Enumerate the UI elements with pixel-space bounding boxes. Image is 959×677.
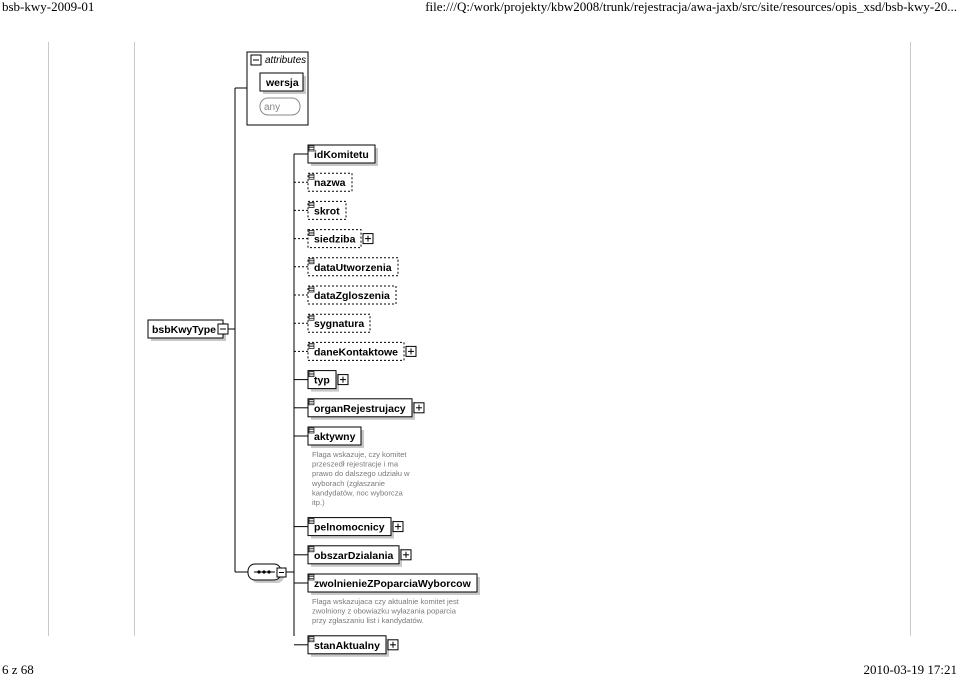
- element-box-dataUtworzenia[interactable]: [307, 257, 399, 277]
- element-box-skrot[interactable]: [307, 200, 347, 220]
- element-label: obszarDzialania: [314, 550, 394, 562]
- element-box-organRejestrujacy[interactable]: [307, 398, 413, 418]
- element-box-zwolnienieZPoparciaWyborcow[interactable]: [307, 573, 478, 593]
- element-type-icon: [308, 574, 315, 581]
- element-box-dataZgloszenia[interactable]: [307, 285, 397, 305]
- element-box-nazwa[interactable]: [307, 172, 353, 192]
- element-documentation: zwolniony z obowiazku wyłazania poparcia: [312, 607, 457, 616]
- frame-line-right: [910, 42, 911, 636]
- attributes-title: attributes: [265, 55, 306, 66]
- element-label: dataUtworzenia: [314, 262, 392, 274]
- element-documentation: wyborach (zgłaszanie: [311, 479, 385, 488]
- sequence-icon-dot: [257, 570, 261, 574]
- element-type-icon: [308, 173, 315, 180]
- element-label: sygnatura: [314, 318, 364, 330]
- root-element: bsbKwyType: [147, 319, 229, 341]
- element-box-stanAktualny[interactable]: [307, 635, 387, 655]
- element-label: zwolnienieZPoparciaWyborcow: [314, 578, 472, 590]
- attribute-wersja-box[interactable]: [259, 72, 304, 92]
- element-box-daneKontaktowe[interactable]: [307, 341, 405, 361]
- element-type-icon: [308, 371, 315, 377]
- element-label: skrot: [314, 205, 340, 217]
- element-type-icon: [308, 258, 315, 265]
- element-box-obszarDzialania[interactable]: [307, 545, 400, 565]
- element-label: siedziba: [314, 234, 356, 246]
- element-label: daneKontaktowe: [314, 346, 398, 358]
- page-header-title: bsb-kwy-2009-01: [2, 0, 95, 14]
- element-box-idKomitetu[interactable]: [307, 144, 376, 164]
- frame-line-left-inner: [134, 42, 135, 636]
- element-label: dataZgloszenia: [314, 290, 390, 302]
- element-type-icon: [308, 314, 315, 321]
- element-label: organRejestrujacy: [314, 403, 406, 415]
- element-box-typ[interactable]: [307, 370, 337, 390]
- frame-line-left-outer: [48, 42, 49, 636]
- element-type-icon: [308, 286, 315, 293]
- element-label: stanAktualny: [314, 640, 380, 652]
- element-documentation: Flaga wskazuje, czy komitet: [312, 450, 407, 459]
- element-type-icon: [308, 518, 315, 524]
- element-type-icon: [308, 202, 315, 208]
- attributes-group: attributes wersja any: [246, 51, 309, 126]
- page-header-url: file:///Q:/work/projekty/kbw2008/trunk/r…: [425, 0, 957, 14]
- sequence-icon-dot: [267, 570, 271, 574]
- print-timestamp: 2010-03-19 17:21: [863, 662, 957, 677]
- diagram-connectors: [228, 87, 308, 646]
- element-documentation: prawo do dalszego udziału w: [312, 469, 410, 478]
- element-box-pelnomocnicy[interactable]: [307, 517, 392, 537]
- element-type-icon: [308, 145, 315, 152]
- page-indicator: 6 z 68: [2, 662, 34, 677]
- element-label: pelnomocnicy: [314, 522, 385, 534]
- element-type-icon: [308, 399, 315, 406]
- element-type-icon: [308, 230, 315, 236]
- element-documentation: przeszedł rejestracje i ma: [312, 460, 399, 469]
- element-type-icon: [308, 427, 315, 434]
- attribute-any-box[interactable]: [259, 97, 301, 116]
- element-box-siedziba[interactable]: [307, 229, 362, 249]
- element-label: idKomitetu: [314, 149, 369, 161]
- root-element-label: bsbKwyType: [152, 324, 216, 336]
- element-documentation: itp.): [312, 498, 325, 507]
- element-documentation: przy zgłaszaniu list i kandydatów.: [312, 616, 424, 625]
- element-label: nazwa: [314, 177, 346, 189]
- sequence-icon-dot: [262, 570, 266, 574]
- element-type-icon: [308, 636, 315, 643]
- element-list: idKomitetu nazwa skrot siedziba dataUtworzen…: [307, 144, 480, 657]
- element-box-sygnatura[interactable]: [307, 313, 371, 333]
- element-label: typ: [314, 375, 330, 387]
- element-label: aktywny: [314, 431, 356, 443]
- sequence-compositor: [247, 563, 287, 583]
- element-documentation: Flaga wskazujaca czy aktualnie komitet j…: [312, 597, 460, 606]
- attribute-any-label: any: [264, 102, 280, 113]
- element-type-icon: [308, 546, 315, 553]
- element-box-aktywny[interactable]: [307, 426, 362, 446]
- attribute-wersja-label: wersja: [265, 77, 299, 89]
- element-documentation: kandydatów, noc wyborcza: [312, 488, 404, 497]
- element-type-icon: [308, 343, 315, 349]
